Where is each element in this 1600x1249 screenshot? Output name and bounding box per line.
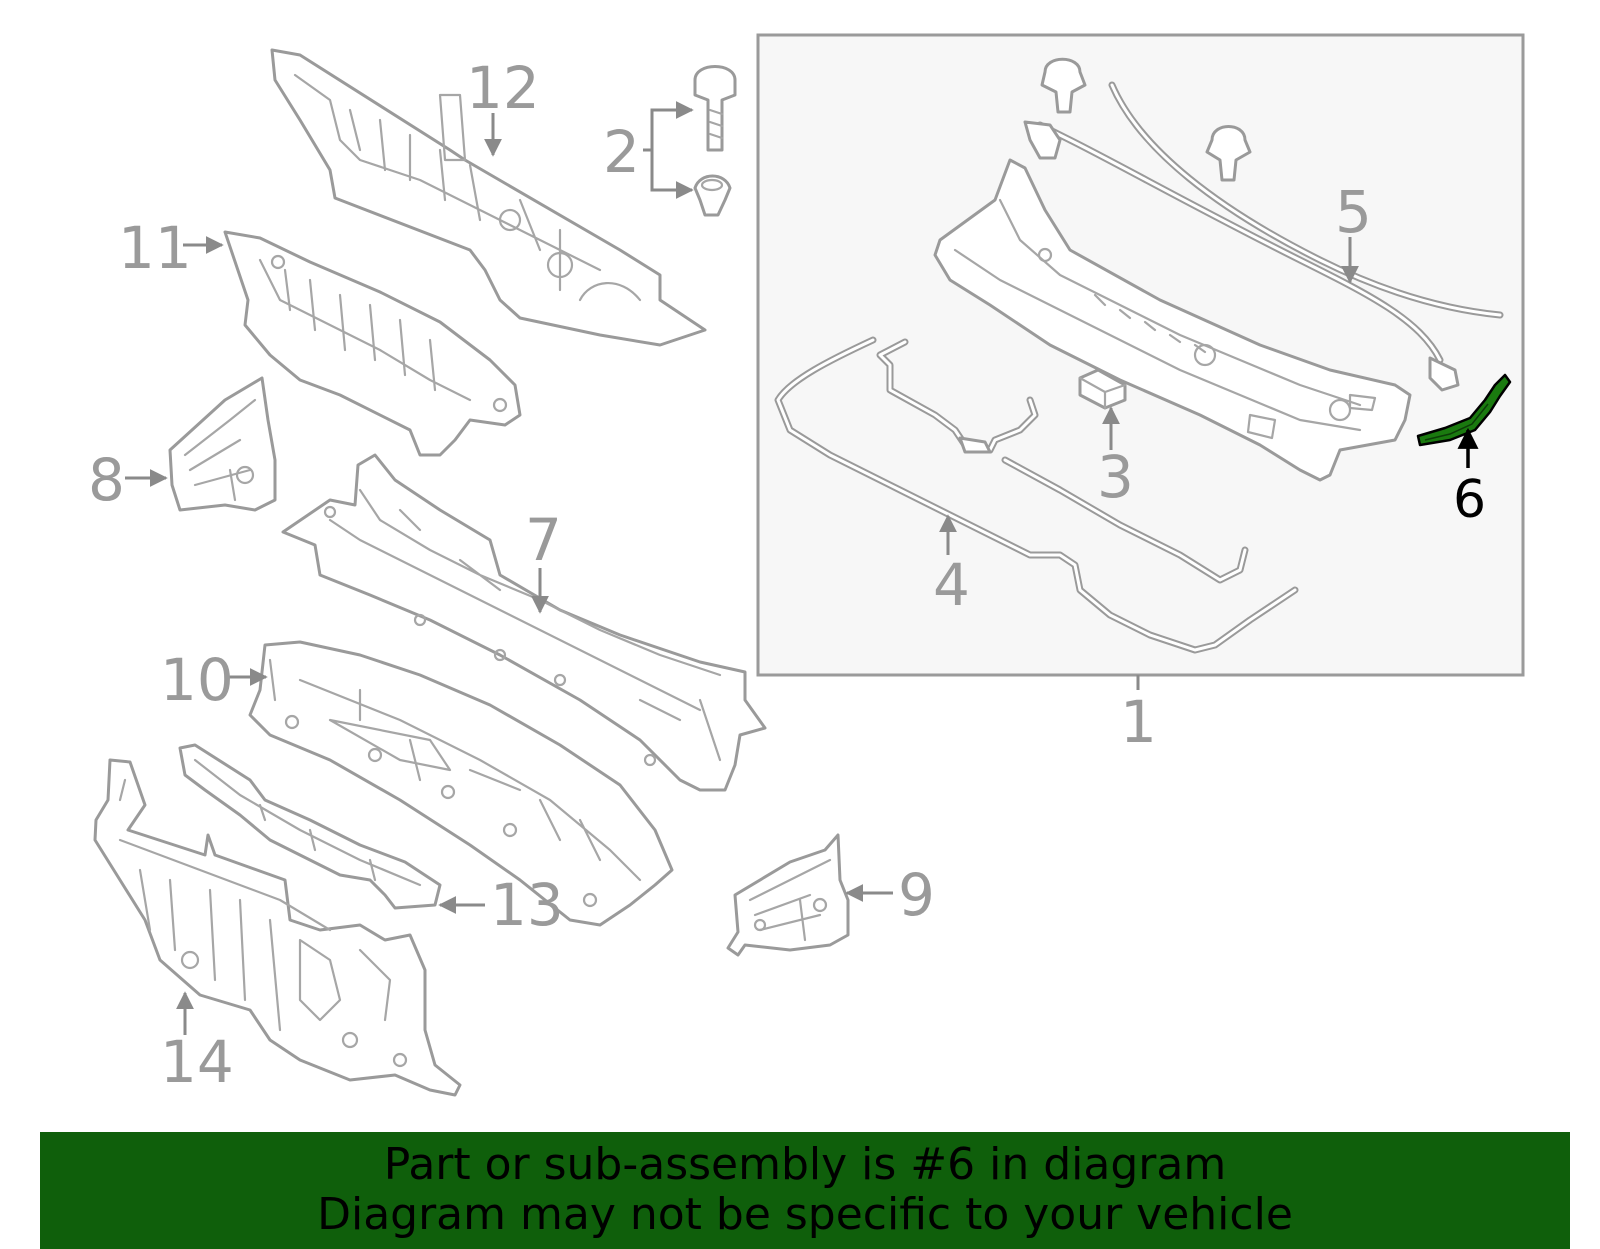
callout-7: 7 (525, 506, 562, 574)
part-11-dash-lower-panel[interactable] (223, 230, 522, 457)
part-2-bolt-and-clip[interactable] (693, 65, 737, 217)
callout-11: 11 (118, 214, 192, 282)
part-9-side-bracket[interactable] (726, 833, 850, 957)
callout-2: 2 (603, 118, 640, 186)
callout-3: 3 (1097, 443, 1134, 511)
part-1-cowl-grille[interactable] (933, 158, 1412, 482)
part-4-washer-hose[interactable] (774, 336, 1299, 654)
part-5-weatherstrip[interactable] (1108, 81, 1504, 319)
part-7-cowl-top-panel[interactable] (281, 453, 767, 792)
callout-10: 10 (160, 646, 234, 714)
part-14-dash-panel[interactable] (93, 758, 462, 1097)
part-10-cowl-lower-panel[interactable] (248, 640, 674, 927)
part-1-clip-top-left[interactable] (1040, 57, 1087, 114)
callout-1: 1 (1120, 688, 1157, 756)
callout-6: 6 (1453, 470, 1486, 530)
callout-8: 8 (88, 446, 125, 514)
callout-9: 9 (898, 861, 935, 929)
callout-14: 14 (160, 1028, 234, 1096)
part-13-reinforcement[interactable] (178, 743, 442, 910)
callout-5: 5 (1335, 178, 1372, 246)
part-8-bracket[interactable] (168, 376, 277, 512)
part-3-pad[interactable] (1078, 368, 1127, 410)
part-1-washer-hose-upper[interactable] (1023, 120, 1460, 392)
info-banner: Part or sub-assembly is #6 in diagram Di… (40, 1132, 1570, 1249)
banner-line-1: Part or sub-assembly is #6 in diagram (383, 1139, 1227, 1190)
callout-13: 13 (490, 871, 564, 939)
part-1-clip-top-right[interactable] (1205, 125, 1252, 182)
callout-12: 12 (466, 54, 540, 122)
banner-line-2: Diagram may not be specific to your vehi… (317, 1189, 1293, 1240)
part-12-dash-upper-panel[interactable] (270, 48, 707, 347)
callout-4: 4 (933, 551, 970, 619)
